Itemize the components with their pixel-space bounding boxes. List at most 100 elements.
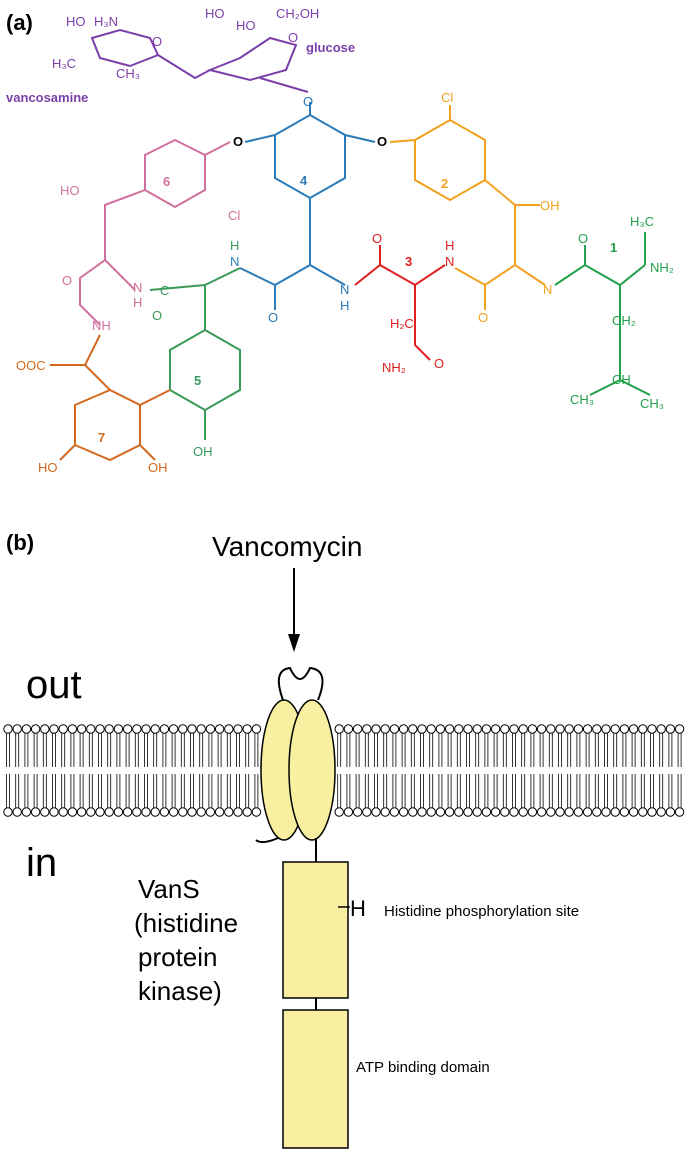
lipid-head xyxy=(168,724,179,734)
lipid-head xyxy=(205,724,216,734)
histidine-site-label: Histidine phosphorylation site xyxy=(384,903,579,920)
lipid-head xyxy=(435,807,446,817)
glucose-ring xyxy=(206,36,309,93)
lipid-head xyxy=(242,807,252,817)
ring7-ooc: OOC xyxy=(16,358,46,373)
lipid-head xyxy=(49,724,59,734)
lipid-head xyxy=(472,807,482,817)
in-label: in xyxy=(26,841,57,885)
lipid-head xyxy=(196,724,206,734)
lipid-head xyxy=(628,724,639,734)
ring1-ch3a: CH₃ xyxy=(570,392,594,407)
vanco-h3n: H₃N xyxy=(94,14,118,29)
lipid-head xyxy=(122,724,133,734)
lipid-head xyxy=(417,724,427,734)
lipid-head xyxy=(362,807,372,817)
ring1-ch3b: CH₃ xyxy=(640,396,664,411)
lipid-bilayer xyxy=(3,724,685,817)
lipid-head xyxy=(205,807,216,817)
lipid-head xyxy=(564,807,574,817)
lipid-head xyxy=(371,807,381,817)
lipid-head xyxy=(509,807,519,817)
ring-5-number: 5 xyxy=(194,373,201,388)
lipid-head xyxy=(490,807,501,817)
lipid-head xyxy=(196,807,206,817)
ring4-n: N xyxy=(340,282,349,297)
lipid-head xyxy=(509,724,519,734)
ring3-nh2: NH₂ xyxy=(382,360,406,375)
ring-2-number: 2 xyxy=(441,176,448,191)
atp-binding-domain-box xyxy=(282,1009,349,1149)
ring6-n: N xyxy=(133,280,142,295)
ring4-top-o: O xyxy=(303,94,313,109)
lipid-head xyxy=(224,807,234,817)
lipid-head xyxy=(21,724,32,734)
panel-b-label: (b) xyxy=(6,530,34,555)
lipid-head xyxy=(573,724,584,734)
ring-6 xyxy=(79,138,231,326)
lipid-head xyxy=(527,807,538,817)
ring-2 xyxy=(389,105,546,310)
ring7-oh: OH xyxy=(148,460,168,475)
lipid-head xyxy=(389,807,400,817)
lipid-head xyxy=(638,807,648,817)
lipid-head xyxy=(592,807,602,817)
lipid-head xyxy=(628,807,639,817)
lipid-head xyxy=(398,724,409,734)
lipid-head xyxy=(481,724,492,734)
lipid-head xyxy=(638,724,648,734)
lipid-head xyxy=(58,724,68,734)
lipid-head xyxy=(86,724,96,734)
lipid-head xyxy=(86,807,96,817)
glucose-ho1: HO xyxy=(205,6,225,21)
lipid-head xyxy=(104,807,114,817)
ring-1-chain xyxy=(554,232,651,396)
lipid-head xyxy=(601,807,611,817)
lipid-head xyxy=(518,724,528,734)
ring7-ho: HO xyxy=(38,460,58,475)
lipid-head xyxy=(40,724,50,734)
lipid-head xyxy=(76,724,87,734)
ring3-n: N xyxy=(445,254,454,269)
ring7-nh: NH xyxy=(92,318,111,333)
ring-3-chain xyxy=(354,245,446,361)
ring5-oh: OH xyxy=(193,444,213,459)
lipid-head xyxy=(601,724,611,734)
lipid-head xyxy=(536,807,547,817)
ring4-o: O xyxy=(268,310,278,325)
ring1-o: O xyxy=(578,231,588,246)
vans-line-4: kinase) xyxy=(138,976,222,1006)
ring3-o: O xyxy=(372,231,382,246)
lipid-head xyxy=(582,807,593,817)
ring-4 xyxy=(239,102,376,310)
lipid-head xyxy=(187,807,197,817)
lipid-head xyxy=(150,807,160,817)
vans-transmembrane xyxy=(255,666,336,862)
lipid-head xyxy=(104,724,114,734)
vans-line-1: VanS xyxy=(138,874,200,904)
vanco-h3c: H₃C xyxy=(52,56,76,71)
lipid-head xyxy=(656,807,666,817)
lipid-head xyxy=(555,724,565,734)
glucose-ch2oh: CH₂OH xyxy=(276,6,319,21)
lipid-head xyxy=(408,724,418,734)
lipid-head xyxy=(214,724,225,734)
lipid-head xyxy=(187,724,197,734)
lipid-head xyxy=(408,807,418,817)
ring2-o: O xyxy=(478,310,488,325)
lipid-head xyxy=(352,807,363,817)
lipid-head xyxy=(472,724,482,734)
lipid-head xyxy=(67,724,78,734)
lipid-head xyxy=(132,724,142,734)
glucose-ho2: HO xyxy=(236,18,256,33)
vanco-ring-o: O xyxy=(152,34,162,49)
lipid-head xyxy=(3,807,13,817)
lipid-head xyxy=(582,724,593,734)
link-o-right: O xyxy=(377,134,387,149)
lipid-head xyxy=(500,724,510,734)
lipid-head xyxy=(564,724,574,734)
lipid-head xyxy=(389,724,400,734)
lipid-head xyxy=(251,807,262,817)
lipid-head xyxy=(178,724,188,734)
lipid-head xyxy=(334,724,344,734)
